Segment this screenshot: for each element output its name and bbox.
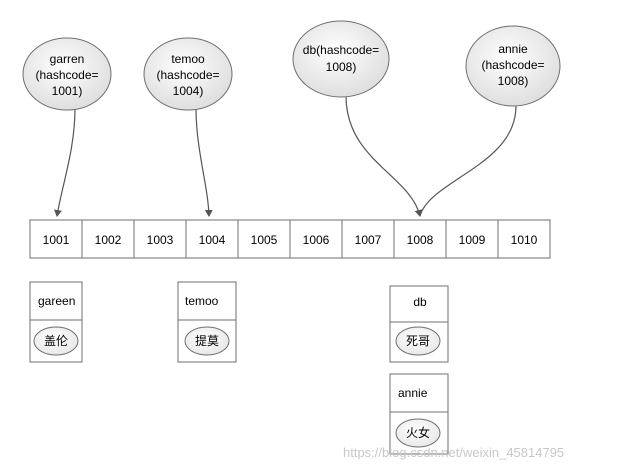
bucket-1005: 1005 [237, 219, 291, 259]
entry-annie-key: annie [398, 386, 428, 400]
entry-temoo-value: 提莫 [195, 333, 219, 348]
arrow-annie-to-1008 [419, 105, 517, 217]
ellipse-temoo-line-3: 1004) [173, 84, 204, 98]
bucket-1010: 1010 [497, 219, 551, 259]
arrow-garren-to-1001 [54, 107, 76, 217]
entry-db-value: 死哥 [406, 334, 430, 348]
ellipse-db-line-2: 1008) [326, 60, 357, 74]
ellipse-temoo-line-2: (hashcode= [156, 68, 219, 82]
entry-gareen-key: gareen [38, 294, 75, 308]
bucket-1001: 1001 [29, 219, 83, 259]
ellipse-annie: annie (hashcode= 1008) [465, 25, 561, 107]
ellipse-temoo-line-1: temoo [171, 52, 205, 66]
bucket-1007-label: 1007 [355, 233, 382, 247]
bucket-1003-label: 1003 [147, 233, 174, 247]
bucket-1009: 1009 [445, 219, 499, 259]
bucket-1009-label: 1009 [459, 233, 486, 247]
ellipse-db-line-1: db(hashcode= [303, 43, 379, 57]
ellipse-db: db(hashcode= 1008) [292, 20, 390, 98]
ellipse-annie-line-1: annie [498, 42, 528, 56]
entry-annie: annie 火女 [389, 373, 449, 455]
bucket-1002-label: 1002 [95, 233, 122, 247]
ellipse-garren-line-1: garren [50, 52, 85, 66]
ellipse-temoo: temoo (hashcode= 1004) [143, 37, 233, 111]
bucket-1004: 1004 [185, 219, 239, 259]
bucket-1006-label: 1006 [303, 233, 330, 247]
bucket-1003: 1003 [133, 219, 187, 259]
bucket-1001-label: 1001 [43, 233, 70, 247]
entry-db-value-pill [395, 326, 441, 356]
ellipse-annie-line-2: (hashcode= [481, 58, 544, 72]
bucket-1007: 1007 [341, 219, 395, 259]
ellipse-garren: garren (hashcode= 1001) [22, 37, 112, 111]
bucket-1002: 1002 [81, 219, 135, 259]
entry-gareen-value: 盖伦 [44, 333, 68, 348]
bucket-1008-label: 1008 [407, 233, 434, 247]
bucket-1008: 1008 [393, 219, 447, 259]
entry-annie-value-pill [395, 418, 441, 448]
entry-temoo-value-pill [184, 326, 230, 356]
bucket-1006: 1006 [289, 219, 343, 259]
entry-gareen-value-pill [33, 326, 79, 356]
entry-gareen: gareen 盖伦 [29, 281, 83, 363]
arrow-db-to-1008 [345, 95, 423, 217]
entry-db-key: db [413, 295, 427, 309]
bucket-1005-label: 1005 [251, 233, 278, 247]
ellipse-annie-line-3: 1008) [498, 74, 529, 88]
entry-db: db 死哥 [389, 285, 449, 363]
ellipse-garren-line-3: 1001) [52, 84, 83, 98]
ellipse-garren-line-2: (hashcode= [35, 68, 98, 82]
entry-temoo-key: temoo [185, 294, 219, 308]
entry-annie-value: 火女 [406, 425, 430, 440]
entry-temoo: temoo 提莫 [177, 281, 237, 363]
bucket-array: 1001 1002 1003 1004 1005 1006 1007 1008 [29, 219, 551, 259]
arrow-temoo-to-1004 [195, 107, 213, 217]
bucket-1004-label: 1004 [199, 233, 226, 247]
watermark: https://blog.csdn.net/weixin_45814795 [343, 445, 564, 460]
bucket-1010-label: 1010 [511, 233, 538, 247]
